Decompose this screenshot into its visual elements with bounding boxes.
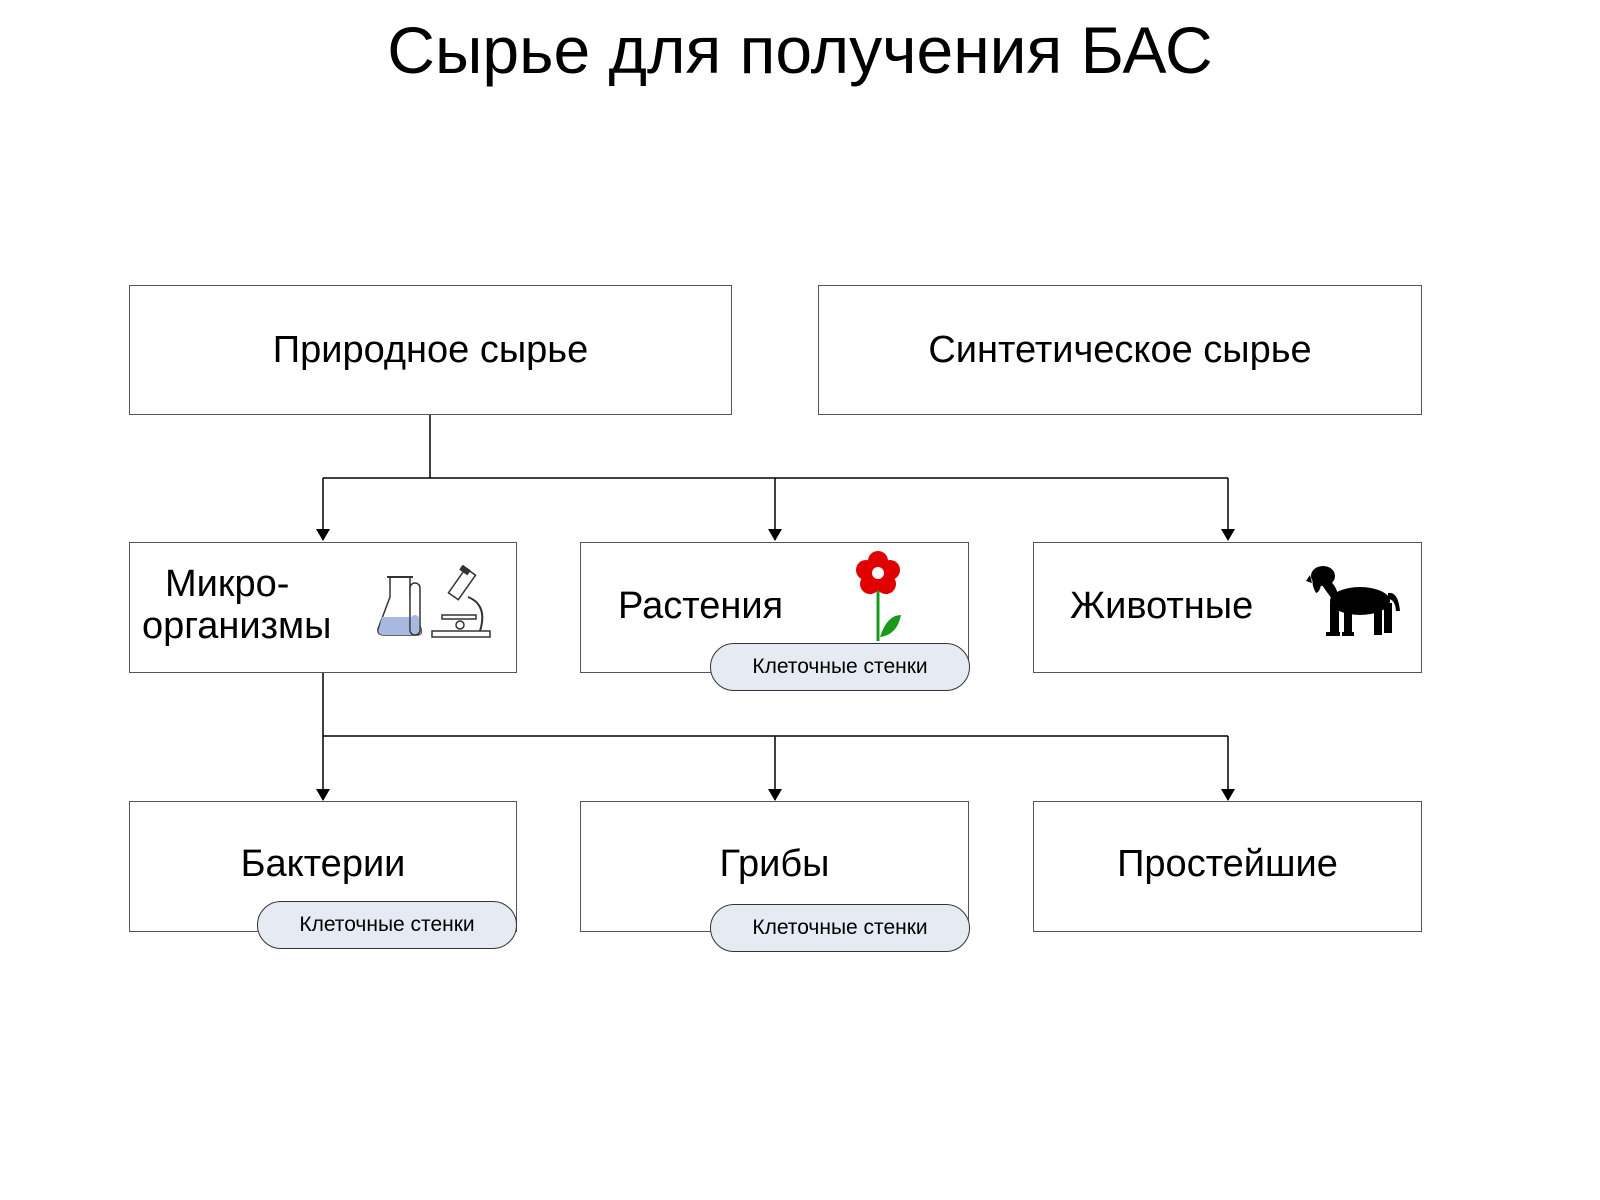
cell-walls-badge-plants: Клеточные стенки bbox=[710, 643, 970, 691]
protozoa-label: Простейшие bbox=[1117, 843, 1338, 885]
plants-label: Растения bbox=[618, 585, 784, 627]
animals-box: Животные bbox=[1033, 542, 1422, 673]
bacteria-label: Бактерии bbox=[240, 843, 406, 885]
cell-walls-badge-fungi: Клеточные стенки bbox=[710, 904, 970, 952]
dog-icon bbox=[1306, 566, 1400, 636]
microorganisms-label-line1: Микро- bbox=[165, 563, 290, 605]
microorganisms-box: Микро- организмы bbox=[129, 542, 517, 673]
microorganisms-label-line2: организмы bbox=[142, 605, 332, 647]
natural-raw-label: Природное сырье bbox=[272, 328, 589, 371]
synthetic-raw-label: Синтетическое сырье bbox=[928, 328, 1312, 371]
protozoa-box: Простейшие bbox=[1033, 801, 1422, 932]
cell-walls-badge-bacteria: Клеточные стенки bbox=[257, 901, 517, 949]
flask-and-microscope-icon bbox=[377, 565, 491, 638]
synthetic-raw-box: Синтетическое сырье bbox=[818, 285, 1422, 415]
natural-raw-box: Природное сырье bbox=[129, 285, 732, 415]
page-title: Сырье для получения БАС bbox=[387, 13, 1213, 87]
fungi-label: Грибы bbox=[719, 843, 830, 885]
animals-label: Животные bbox=[1070, 585, 1254, 627]
flower-icon bbox=[856, 551, 901, 641]
